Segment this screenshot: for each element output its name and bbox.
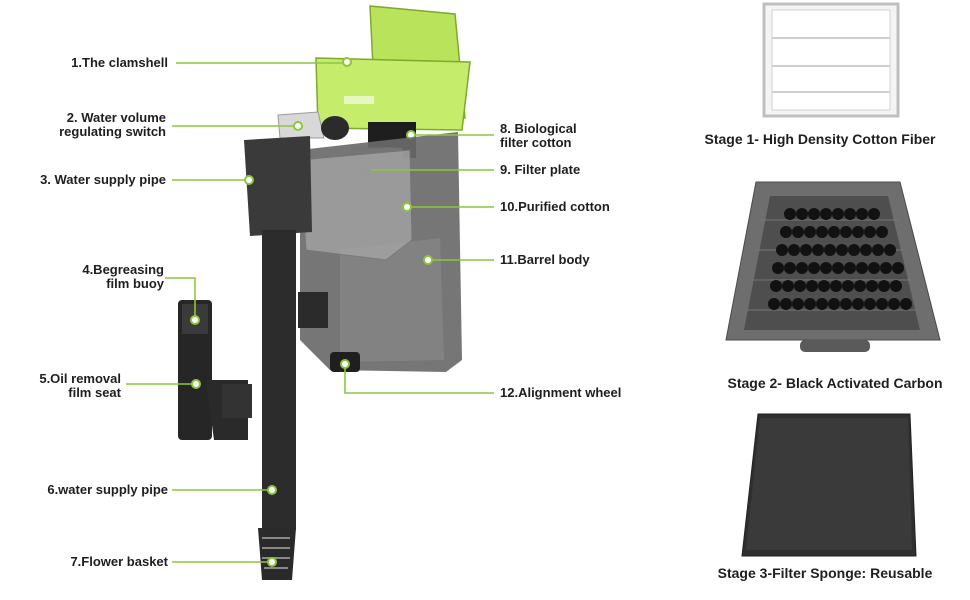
carbon-ball	[796, 208, 808, 220]
carbon-ball	[780, 226, 792, 238]
carbon-ball	[796, 262, 808, 274]
carbon-ball	[868, 262, 880, 274]
label-switch: 2. Water volume regulating switch	[59, 111, 166, 139]
stage3-sponge	[741, 413, 917, 557]
label-alignment-wheel: 12.Alignment wheel	[500, 385, 622, 400]
carbon-ball	[868, 208, 880, 220]
carbon-ball	[780, 298, 792, 310]
carbon-ball	[784, 208, 796, 220]
carbon-ball	[816, 226, 828, 238]
carbon-ball	[878, 280, 890, 292]
label-barrel-body: 11.Barrel body	[500, 252, 590, 267]
label-bio-cotton: 8. Biological filter cotton	[500, 122, 577, 150]
carbon-ball	[806, 280, 818, 292]
carbon-ball	[776, 244, 788, 256]
stage1-cotton-pad	[762, 2, 900, 118]
carbon-ball	[830, 280, 842, 292]
carbon-ball	[840, 298, 852, 310]
carbon-ball	[876, 226, 888, 238]
carbon-ball	[890, 280, 902, 292]
label-supply-pipe-bottom: 6.water supply pipe	[47, 482, 168, 497]
carbon-ball	[864, 298, 876, 310]
carbon-ball	[824, 244, 836, 256]
label-bio-line1: 8. Biological	[500, 121, 577, 136]
carbon-ball	[782, 280, 794, 292]
carbon-ball	[804, 298, 816, 310]
stage1-caption: Stage 1- High Density Cotton Fiber	[704, 131, 936, 147]
carbon-ball	[770, 280, 782, 292]
carbon-ball	[842, 280, 854, 292]
carbon-ball	[820, 262, 832, 274]
carbon-ball	[788, 244, 800, 256]
purified-cotton-tray	[299, 149, 413, 261]
supply-pipe-housing	[244, 136, 312, 236]
carbon-ball	[820, 208, 832, 220]
carbon-ball	[812, 244, 824, 256]
label-buoy: 4.Begreasing film buoy	[82, 263, 164, 291]
carbon-ball	[872, 244, 884, 256]
carbon-ball	[876, 298, 888, 310]
label-buoy-line2: film buoy	[106, 276, 164, 291]
oil-removal-seat	[178, 300, 252, 440]
label-oil-line1: 5.Oil removal	[39, 371, 121, 386]
label-filter-plate: 9. Filter plate	[500, 162, 581, 177]
carbon-ball	[888, 298, 900, 310]
carbon-ball	[854, 280, 866, 292]
carbon-ball	[844, 208, 856, 220]
flower-basket	[258, 528, 296, 580]
label-clamshell: 1.The clamshell	[71, 55, 168, 70]
carbon-ball	[792, 298, 804, 310]
carbon-ball	[884, 244, 896, 256]
stage3-caption: Stage 3-Filter Sponge: Reusable	[717, 565, 933, 581]
label-buoy-line1: 4.Begreasing	[82, 262, 164, 277]
label-flower-basket: 7.Flower basket	[70, 554, 168, 569]
label-bio-line2: filter cotton	[500, 135, 572, 150]
carbon-ball	[794, 280, 806, 292]
carbon-ball	[828, 226, 840, 238]
carbon-ball	[768, 298, 780, 310]
carbon-ball	[856, 262, 868, 274]
stage2-caption: Stage 2- Black Activated Carbon	[727, 375, 943, 391]
carbon-ball	[880, 262, 892, 274]
carbon-ball	[832, 262, 844, 274]
carbon-ball	[852, 298, 864, 310]
carbon-ball	[856, 208, 868, 220]
carbon-balls	[768, 208, 912, 310]
clamshell-lid	[315, 5, 471, 131]
alignment-wheel	[330, 352, 360, 372]
label-purified-cotton: 10.Purified cotton	[500, 199, 610, 214]
leader-lines	[126, 62, 494, 563]
label-switch-line1: 2. Water volume	[66, 110, 166, 125]
carbon-ball	[844, 262, 856, 274]
carbon-ball	[772, 262, 784, 274]
carbon-ball	[808, 262, 820, 274]
regulating-switch	[277, 111, 349, 140]
carbon-ball	[818, 280, 830, 292]
carbon-ball	[808, 208, 820, 220]
carbon-ball	[860, 244, 872, 256]
carbon-ball	[832, 208, 844, 220]
stage2-carbon-tray	[725, 181, 941, 352]
carbon-ball	[866, 280, 878, 292]
label-oil-seat: 5.Oil removal film seat	[39, 372, 121, 400]
supply-pipe	[262, 230, 296, 530]
carbon-ball	[836, 244, 848, 256]
label-switch-line2: regulating switch	[59, 124, 166, 139]
label-oil-line2: film seat	[68, 385, 121, 400]
carbon-ball	[892, 262, 904, 274]
carbon-ball	[800, 244, 812, 256]
carbon-ball	[840, 226, 852, 238]
carbon-ball	[804, 226, 816, 238]
carbon-ball	[828, 298, 840, 310]
carbon-ball	[852, 226, 864, 238]
carbon-ball	[848, 244, 860, 256]
carbon-ball	[784, 262, 796, 274]
carbon-ball	[864, 226, 876, 238]
label-supply-pipe-top: 3. Water supply pipe	[40, 172, 166, 187]
carbon-ball	[900, 298, 912, 310]
carbon-ball	[816, 298, 828, 310]
carbon-ball	[792, 226, 804, 238]
